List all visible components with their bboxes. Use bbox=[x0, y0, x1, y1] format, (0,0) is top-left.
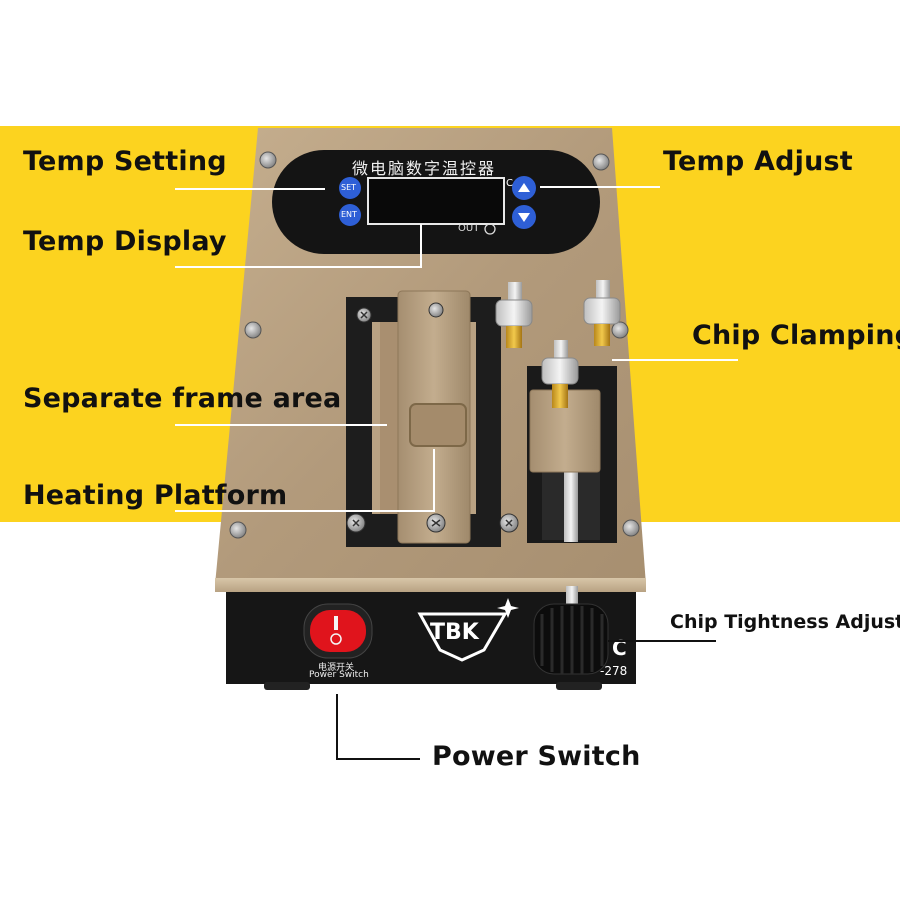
leader-heating-platform-v bbox=[433, 449, 435, 512]
power-label-cn: 电源开关 bbox=[318, 663, 355, 673]
label-heating-platform: Heating Platform bbox=[23, 480, 288, 511]
leader-separate-frame bbox=[175, 424, 387, 426]
label-power-switch: Power Switch bbox=[432, 741, 641, 772]
ent-button[interactable]: ENT bbox=[341, 210, 357, 219]
model-number-partial: -278 bbox=[600, 664, 628, 678]
controller-title: 微电脑数字温控器 bbox=[352, 159, 497, 178]
label-temp-adjust: Temp Adjust bbox=[663, 146, 853, 177]
label-temp-display: Temp Display bbox=[23, 226, 227, 257]
ent-button-shape bbox=[339, 204, 361, 226]
leader-power-switch-h bbox=[336, 758, 420, 760]
corner-screws bbox=[229, 151, 640, 539]
tbk-logo-shape bbox=[417, 612, 508, 662]
out-led bbox=[484, 223, 496, 235]
set-button-shape bbox=[339, 177, 361, 199]
clamp-lead-screw bbox=[564, 470, 578, 542]
leader-temp-setting bbox=[175, 188, 325, 190]
set-button[interactable]: SET bbox=[341, 183, 357, 192]
label-chip-clamping: Chip Clamping bbox=[692, 320, 900, 351]
frame-screws bbox=[346, 302, 519, 533]
out-indicator-label: OUT bbox=[458, 223, 480, 234]
leader-heating-platform-h bbox=[175, 510, 435, 512]
tbk-brand: TBK bbox=[430, 620, 479, 645]
label-separate-frame-area: Separate frame area bbox=[23, 383, 342, 414]
leader-temp-display-v bbox=[420, 224, 422, 268]
device-front-lip bbox=[215, 578, 646, 592]
leader-chip-clamping bbox=[612, 359, 738, 361]
temp-display-screen bbox=[367, 177, 505, 225]
leader-chip-tightness bbox=[608, 640, 716, 642]
power-switch-rocker bbox=[310, 610, 366, 652]
leader-power-switch-v bbox=[336, 694, 338, 760]
leader-temp-display-h bbox=[175, 266, 422, 268]
power-label-en: Power Switch bbox=[309, 670, 369, 680]
celsius-mark: C bbox=[506, 178, 513, 189]
leader-temp-adjust bbox=[540, 186, 660, 188]
label-chip-tightness-adjust: Chip Tightness Adjust bbox=[670, 611, 900, 633]
clamp-knobs bbox=[495, 280, 621, 408]
ce-mark-partial: C bbox=[612, 636, 627, 660]
label-temp-setting: Temp Setting bbox=[23, 146, 227, 177]
heating-pad bbox=[409, 403, 467, 447]
